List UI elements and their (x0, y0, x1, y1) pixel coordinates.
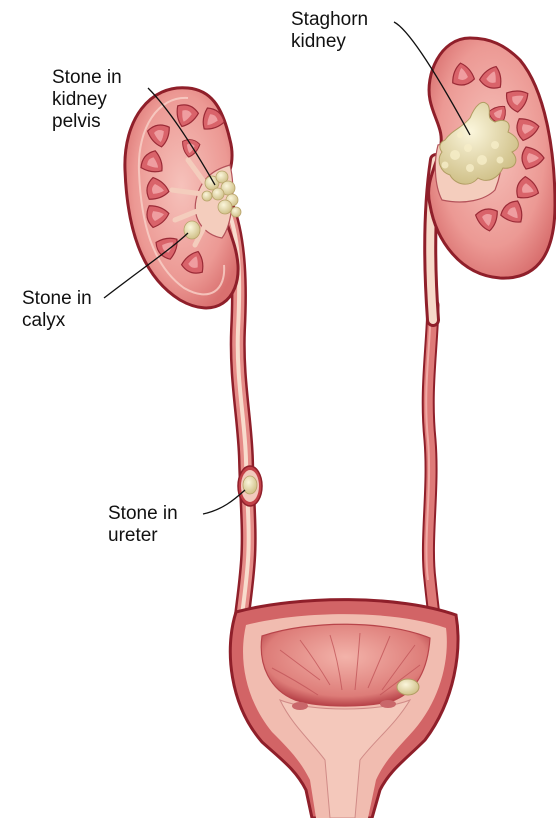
label-pelvis-line1: Stone in (52, 67, 122, 89)
label-staghorn-line2: kidney (291, 31, 368, 53)
label-staghorn-kidney: Staghorn kidney (291, 9, 368, 53)
ureter-stone (243, 476, 257, 494)
calyx-stone (184, 221, 200, 239)
bladder-stone (397, 679, 419, 695)
bladder (230, 600, 458, 818)
label-calyx-line1: Stone in (22, 288, 92, 310)
label-pelvis-line2: kidney (52, 89, 122, 111)
label-stone-in-kidney-pelvis: Stone in kidney pelvis (52, 67, 122, 133)
label-stone-in-ureter: Stone in ureter (108, 503, 178, 547)
label-calyx-line2: calyx (22, 310, 92, 332)
right-ureter (426, 160, 436, 640)
label-staghorn-line1: Staghorn (291, 9, 368, 31)
label-ureter-line1: Stone in (108, 503, 178, 525)
label-stone-in-calyx: Stone in calyx (22, 288, 92, 332)
label-pelvis-line3: pelvis (52, 111, 122, 133)
label-ureter-line2: ureter (108, 525, 178, 547)
